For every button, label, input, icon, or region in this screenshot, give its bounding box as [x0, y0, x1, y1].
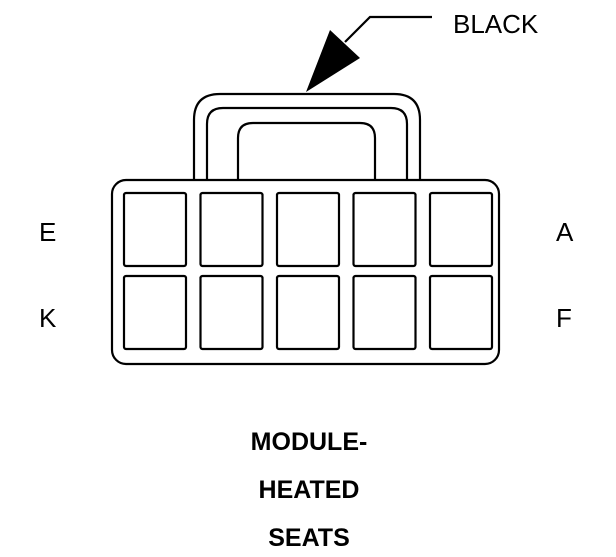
latch-tab — [236, 121, 377, 180]
title-line-2: HEATED — [259, 476, 360, 504]
pin-label-e: E — [39, 217, 56, 247]
pin-cavity — [275, 274, 341, 351]
pin-cavity — [352, 191, 417, 268]
pin-cavity — [122, 274, 188, 351]
title-line-3: SEATS — [268, 524, 350, 552]
pin-cavity — [199, 274, 264, 351]
pin-cavity — [428, 191, 494, 268]
pin-cavity — [352, 274, 417, 351]
pin-label-a: A — [556, 217, 574, 247]
pin-cavity — [428, 274, 494, 351]
pin-cavity — [199, 191, 264, 268]
pin-cavity — [275, 191, 341, 268]
pin-label-f: F — [556, 303, 572, 333]
callout-leader — [306, 15, 432, 92]
connector-latch — [192, 92, 422, 180]
connector-body — [110, 178, 501, 366]
callout-arrowhead — [306, 30, 360, 92]
pin-label-k: K — [39, 303, 57, 333]
pin-cavity — [122, 191, 188, 268]
title-line-1: MODULE- — [251, 428, 368, 456]
color-label: BLACK — [453, 9, 539, 39]
pin-cavities — [122, 191, 494, 351]
